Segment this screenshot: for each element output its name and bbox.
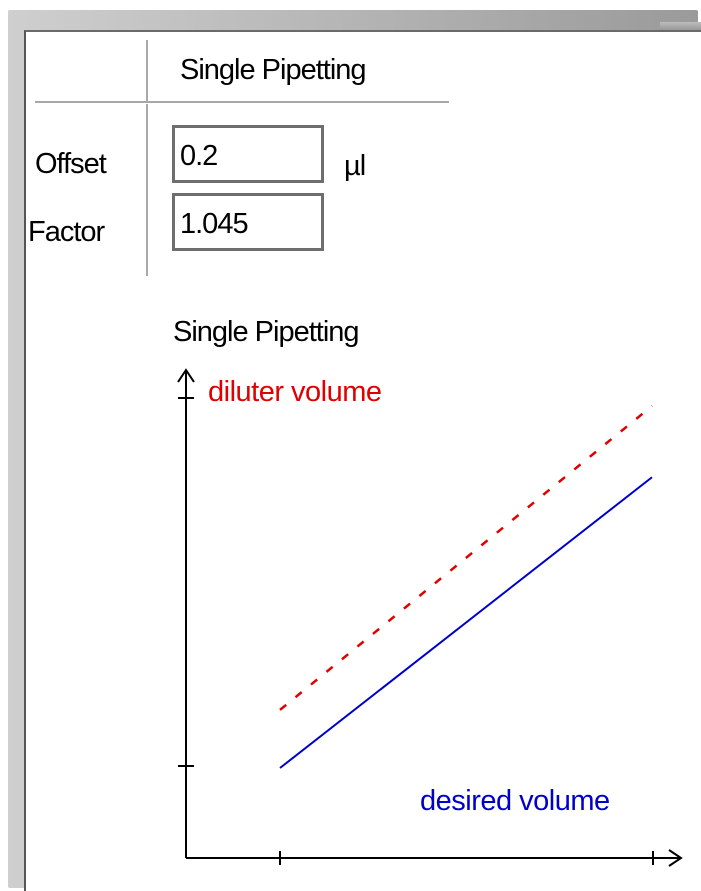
table-divider-horizontal bbox=[35, 101, 449, 103]
factor-label: Factor bbox=[28, 216, 105, 248]
y-axis-arrow bbox=[177, 368, 195, 383]
table-divider-vertical bbox=[146, 40, 148, 102]
x-axis-arrow bbox=[668, 849, 683, 867]
series-diluter-volume bbox=[279, 405, 653, 711]
offset-input[interactable] bbox=[172, 125, 324, 183]
window-shadow-top bbox=[660, 22, 701, 32]
offset-unit-label: µl bbox=[344, 150, 366, 182]
settings-panel bbox=[24, 30, 701, 891]
factor-input[interactable] bbox=[172, 193, 324, 251]
chart-title: Single Pipetting bbox=[173, 316, 360, 348]
y-axis-label: diluter volume bbox=[208, 376, 382, 408]
offset-label: Offset bbox=[35, 148, 107, 180]
column-header-single-pipetting: Single Pipetting bbox=[180, 54, 367, 86]
series-desired-volume bbox=[279, 476, 653, 769]
x-axis-label: desired volume bbox=[420, 785, 610, 817]
table-divider-vertical-lower bbox=[146, 104, 148, 276]
